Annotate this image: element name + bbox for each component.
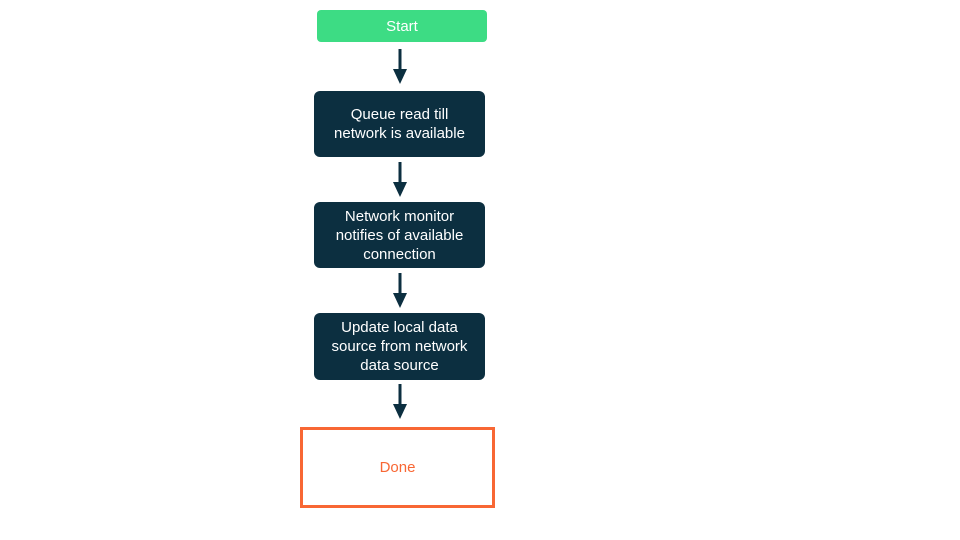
flowchart-node-start: Start bbox=[317, 10, 487, 42]
flowchart-node-update-local-data: Update local data source from network da… bbox=[314, 313, 485, 380]
down-arrow-icon bbox=[391, 273, 409, 309]
node-start-label: Start bbox=[386, 17, 418, 35]
node-done-label: Done bbox=[379, 459, 416, 476]
node-network-monitor-label: Network monitor notifies of available co… bbox=[335, 207, 464, 263]
flowchart-node-network-monitor: Network monitor notifies of available co… bbox=[314, 202, 485, 268]
down-arrow-icon bbox=[391, 49, 409, 85]
node-update-local-data-label: Update local data source from network da… bbox=[331, 319, 468, 374]
node-queue-read-label: Queue read till network is available bbox=[334, 106, 465, 142]
down-arrow-icon bbox=[391, 162, 409, 198]
down-arrow-icon bbox=[391, 384, 409, 420]
flowchart-node-queue-read: Queue read till network is available bbox=[314, 91, 485, 157]
flowchart-node-done: Done bbox=[300, 427, 495, 508]
